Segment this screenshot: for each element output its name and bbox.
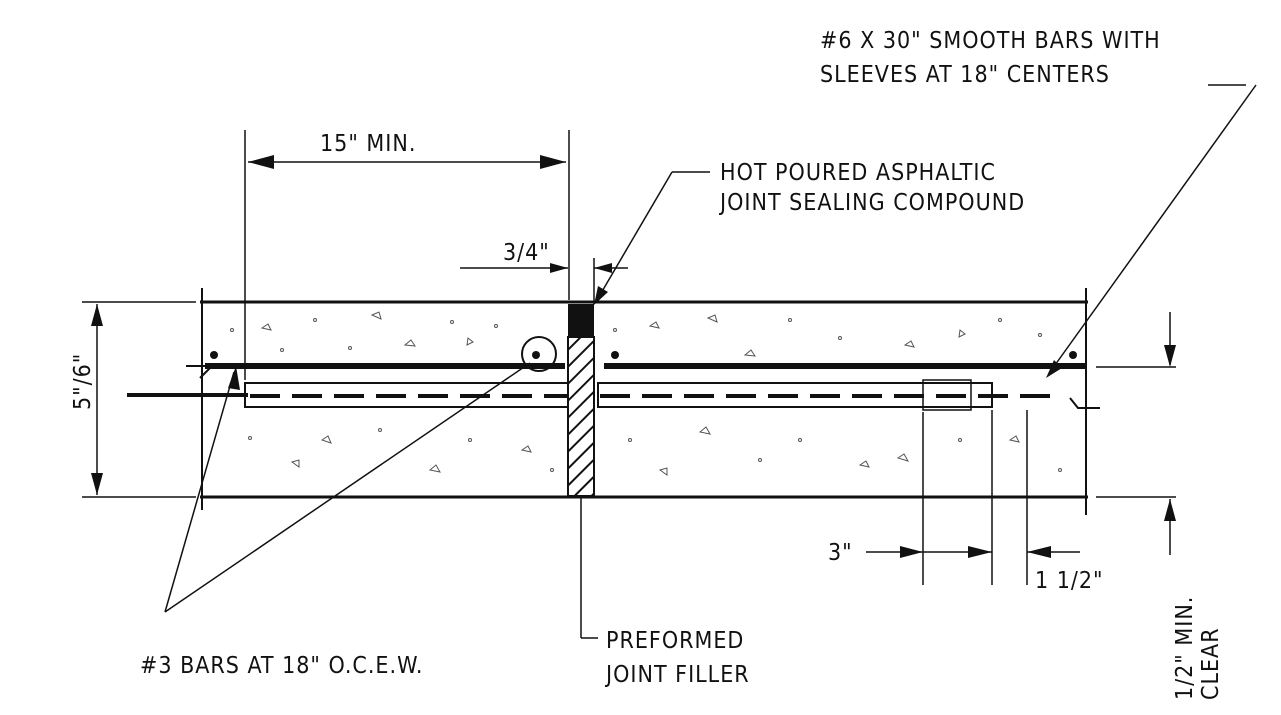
label-3-in: 3" — [828, 540, 853, 566]
joint-sealing-compound — [568, 304, 594, 337]
preformed-joint-filler — [567, 336, 595, 497]
dimension-min-clear — [1096, 312, 1176, 555]
label-preformed-2: JOINT FILLER — [604, 662, 750, 688]
label-3-4: 3/4" — [503, 240, 550, 266]
label-1-1-2: 1 1/2" — [1035, 568, 1104, 594]
leader-preformed — [580, 496, 598, 639]
label-preformed-1: PREFORMED — [606, 628, 744, 654]
label-smooth-bars-2: SLEEVES AT 18" CENTERS — [820, 62, 1110, 88]
label-3-bars: #3 BARS AT 18" O.C.E.W. — [140, 653, 423, 679]
leader-smooth-bars — [1046, 84, 1257, 378]
dimension-3-4 — [460, 258, 628, 304]
label-thickness: 5"/6" — [70, 353, 96, 410]
label-asphaltic-2: JOINT SEALING COMPOUND — [718, 190, 1025, 216]
dimension-thickness — [82, 301, 196, 498]
dimension-15-min — [244, 130, 570, 380]
label-min-clear-1: 1/2" MIN. — [1172, 596, 1198, 700]
break-line-right — [1069, 397, 1100, 409]
label-15-min: 15" MIN. — [320, 131, 416, 157]
label-asphaltic-1: HOT POURED ASPHALTIC — [720, 160, 996, 186]
dimension-3-in — [866, 410, 1080, 585]
leader-asphaltic — [594, 171, 710, 305]
label-smooth-bars-1: #6 X 30" SMOOTH BARS WITH — [820, 28, 1161, 54]
rebar-3 — [205, 336, 1086, 372]
leader-3-bars — [164, 362, 531, 613]
slab — [200, 288, 1088, 515]
label-min-clear-2: CLEAR — [1198, 627, 1224, 700]
concrete-aggregate — [230, 311, 1062, 476]
